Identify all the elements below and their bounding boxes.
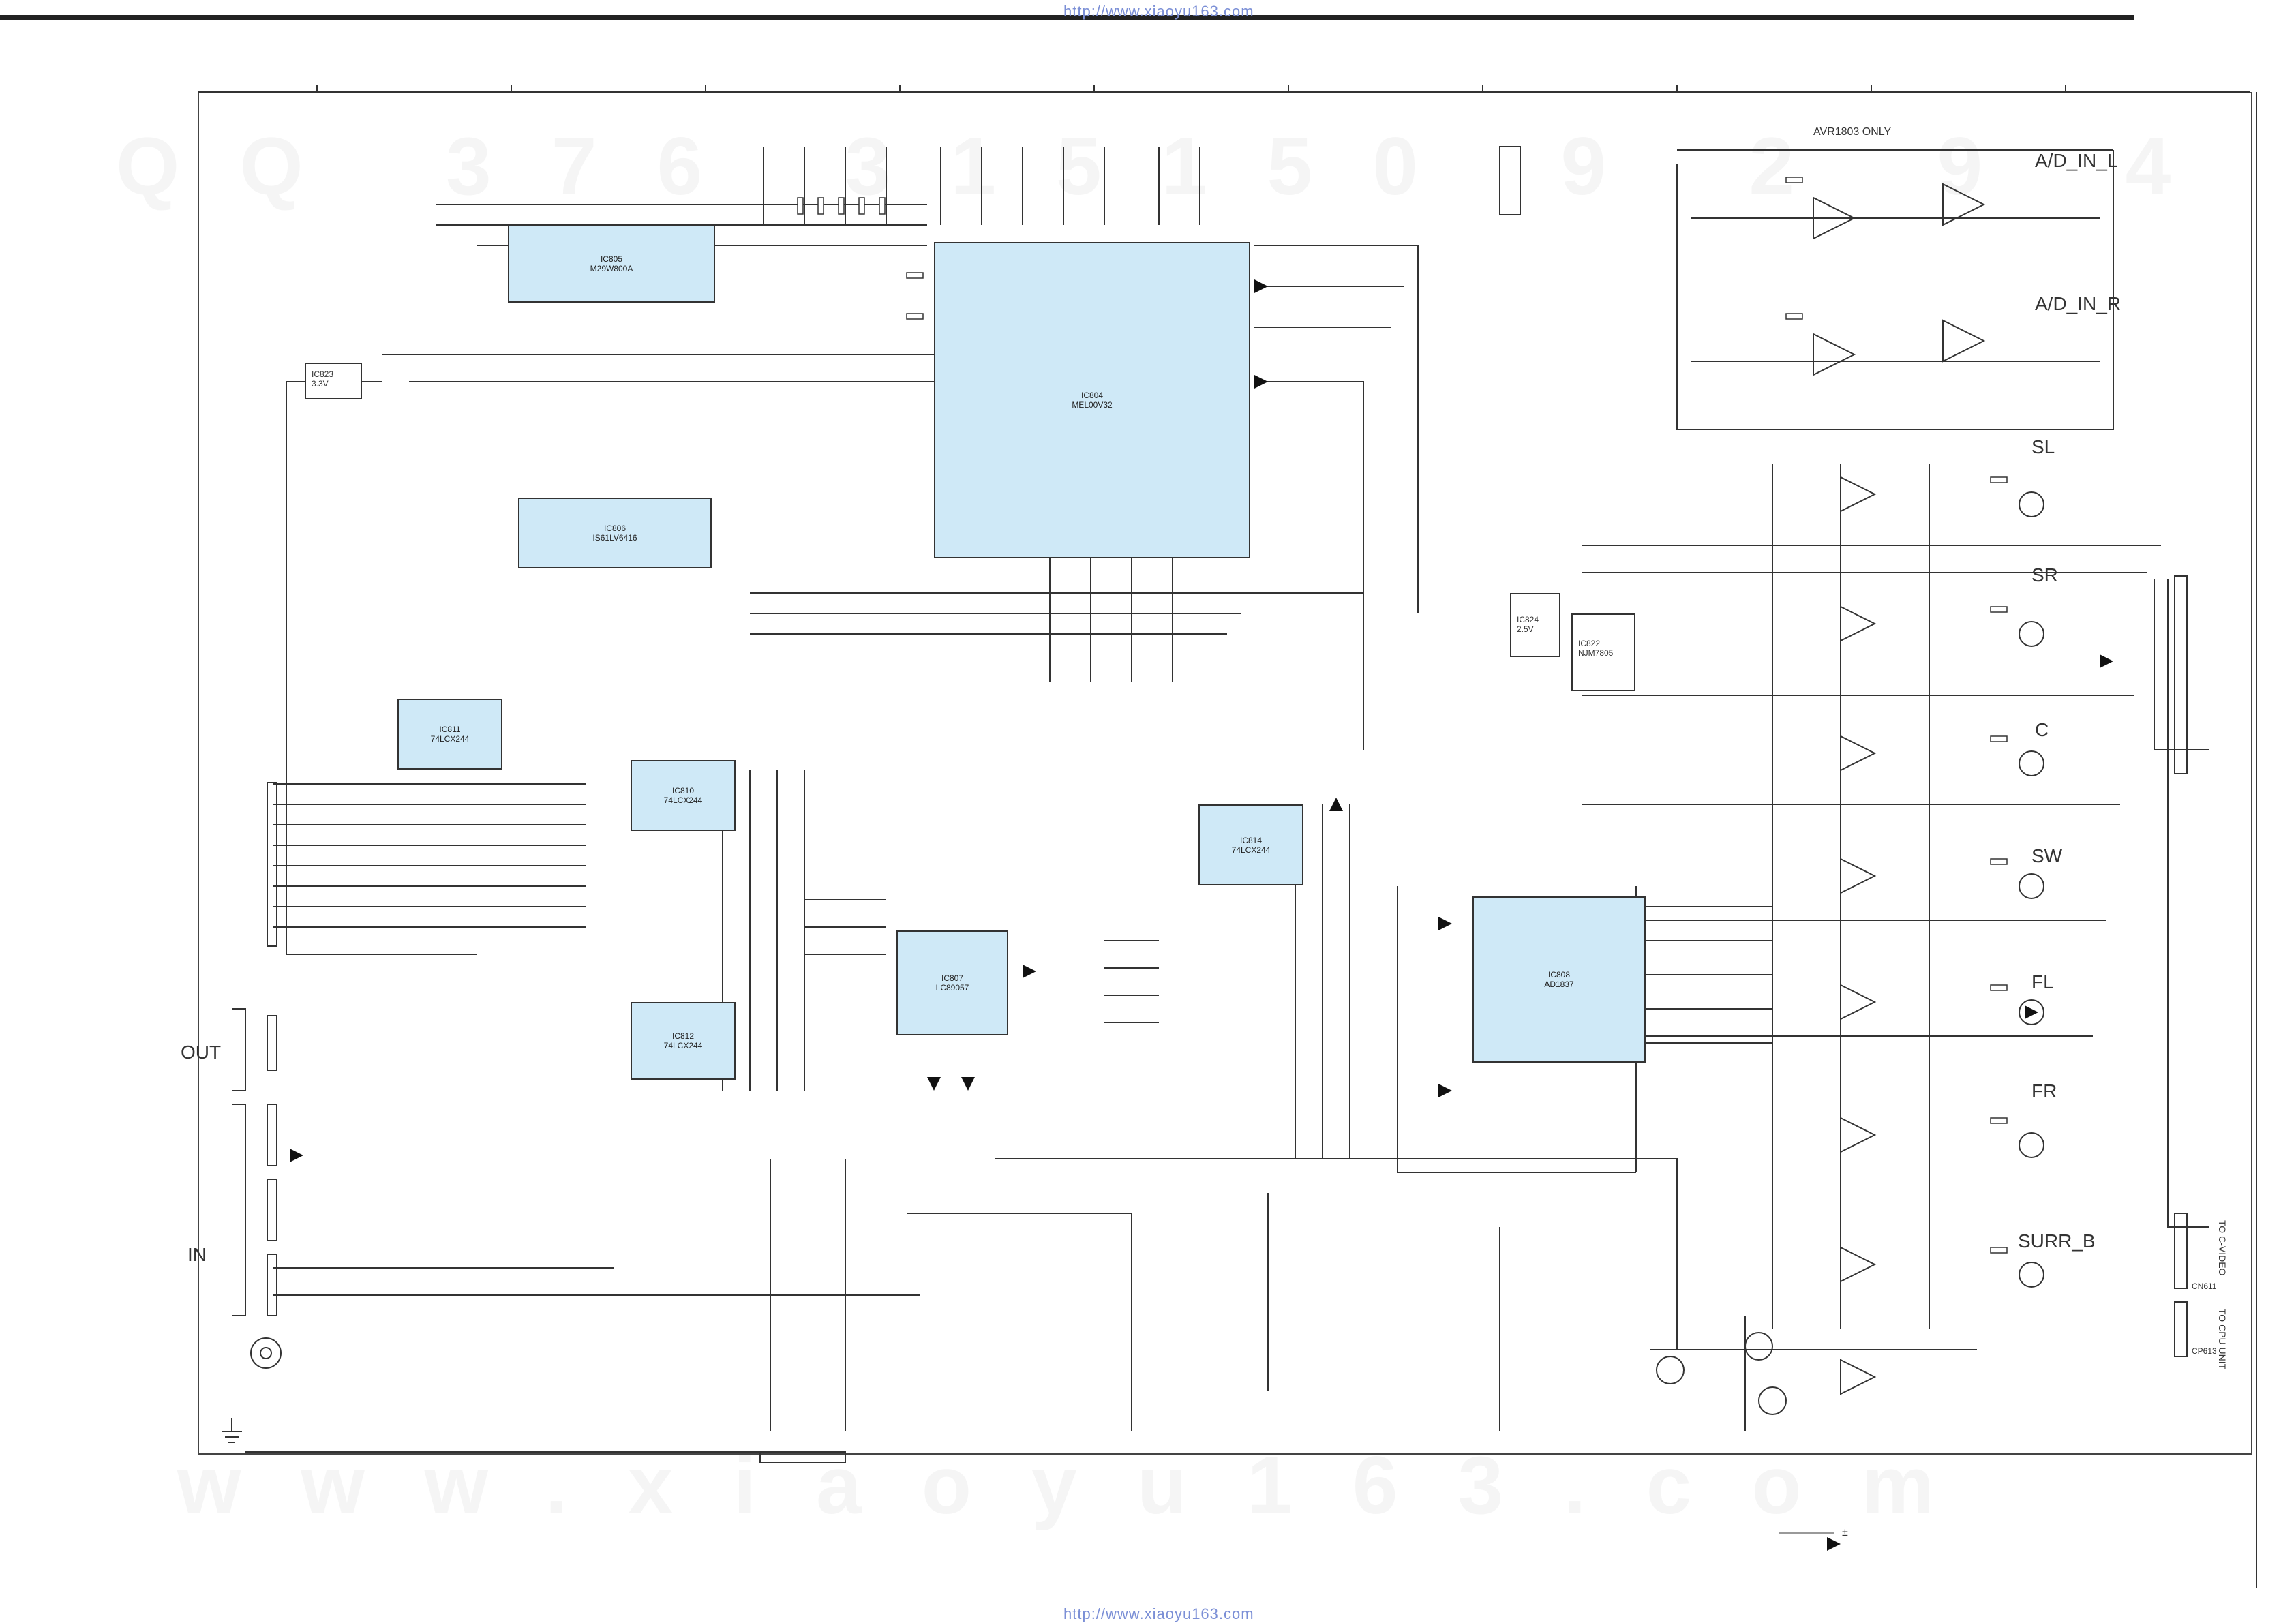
label-sr: SR — [2031, 564, 2058, 586]
chip-ic823: IC823 3.3V — [305, 363, 362, 399]
watermark-bottom: www.xiaoyu163.com — [177, 1440, 1995, 1531]
chip-ic808: IC808 AD1837 — [1472, 896, 1646, 1063]
chip-ic824: IC824 2.5V — [1510, 593, 1560, 657]
label-fr: FR — [2031, 1080, 2057, 1102]
bottom-url[interactable]: http://www.xiaoyu163.com — [1063, 1605, 1254, 1622]
watermark-top: QQ 376 315150 9 2 9 4 9 8 9 — [116, 121, 2296, 212]
label-in: IN — [187, 1244, 207, 1265]
label-surr-b: SURR_B — [2018, 1230, 2096, 1252]
label-to-cpu-unit: TO CPU UNIT — [2217, 1309, 2228, 1370]
chip-ic812: IC812 74LCX244 — [631, 1002, 736, 1080]
chip-ic811: IC811 74LCX244 — [397, 699, 502, 770]
label-fl: FL — [2031, 971, 2054, 992]
label-avr1803-only: AVR1803 ONLY — [1813, 126, 1892, 138]
top-url[interactable]: http://www.xiaoyu163.com — [1063, 3, 1254, 20]
label-ad-in-l: A/D_IN_L — [2035, 150, 2118, 171]
label-out: OUT — [181, 1042, 222, 1063]
top-rule — [0, 15, 2134, 20]
label-to-cvideo: TO C-VIDEO — [2217, 1220, 2228, 1276]
label-cn611: CN611 — [2192, 1281, 2217, 1291]
label-cp613: CP613 — [2192, 1346, 2217, 1356]
legend-line — [1779, 1532, 1834, 1534]
label-sw: SW — [2031, 845, 2063, 866]
legend: ± — [1779, 1527, 1848, 1539]
legend-ground-label: ± — [1842, 1527, 1848, 1538]
label-ad-in-r: A/D_IN_R — [2035, 293, 2121, 314]
chip-ic805: IC805 M29W800A — [508, 225, 715, 303]
chip-ic806: IC806 IS61LV6416 — [518, 498, 712, 568]
chip-ic807: IC807 LC89057 — [896, 930, 1008, 1035]
chip-ic810: IC810 74LCX244 — [631, 760, 736, 831]
chip-ic804: IC804 MEL00V32 — [934, 242, 1250, 558]
label-sl: SL — [2031, 436, 2055, 457]
chip-ic814: IC814 74LCX244 — [1198, 804, 1303, 885]
chip-ic822: IC822 NJM7805 — [1571, 613, 1635, 691]
label-c: C — [2035, 719, 2049, 740]
